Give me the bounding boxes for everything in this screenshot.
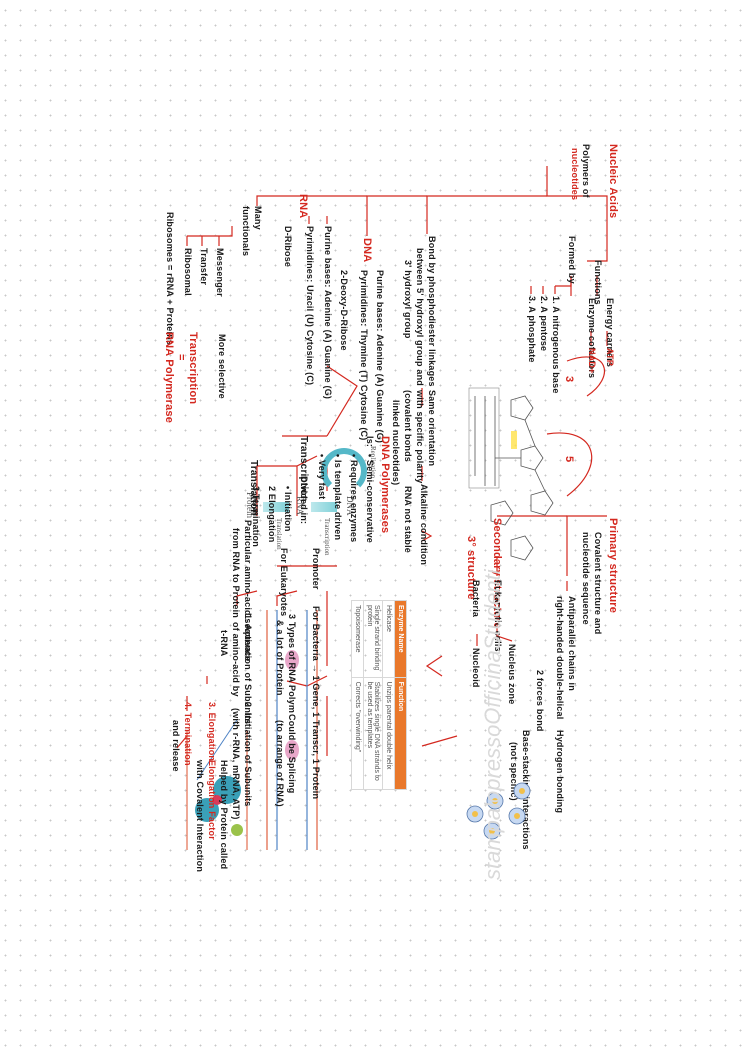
line-bond xyxy=(426,195,547,234)
antiparallel-1: Antiparallel chains in xyxy=(567,596,577,691)
atp-label: ATP xyxy=(605,348,615,366)
table-header: Function xyxy=(394,677,407,790)
flow-step2-a: 2. Initiation of Subunits xyxy=(243,702,253,807)
table-cell: Topoisomerase xyxy=(351,600,364,678)
flow-helped-1: Helped by Protein called xyxy=(219,760,229,870)
formed-2: 2. A pentose xyxy=(539,296,549,352)
table-cell: Corrects "overwinding" xyxy=(351,677,364,790)
line-rna xyxy=(256,195,367,206)
rna-not-stable: RNA not stable xyxy=(403,486,413,553)
replication-fork-diagram xyxy=(186,610,318,850)
same-orientation: Same orientation xyxy=(427,390,437,467)
linked-nucleotides: linked nucleotides) xyxy=(391,400,401,486)
rna-transfer: Transfer xyxy=(199,248,209,286)
flow-types-1: 3 Types of RNA Polym xyxy=(287,614,297,714)
rna-polymerase: RNA Polymerase xyxy=(163,332,175,424)
dna-pyrimidine: Pyrimidines: Thymine (T) Cytosine (C) xyxy=(359,270,369,441)
dna-pol-p4: • Very fast xyxy=(317,454,327,500)
dna-polymerases-title: DNA Polymerases xyxy=(379,436,391,534)
table-row: Helicase Unzips parental double helix xyxy=(382,600,395,790)
connector-lines xyxy=(176,166,608,756)
flow-transcription: Transcription xyxy=(298,436,309,502)
specific-polarity: with specific polarity xyxy=(415,390,425,484)
rna-ribosomes: Ribosomes = rRNA + Proteins xyxy=(165,212,175,346)
flow-could-2: (to arrange of RNA) xyxy=(275,720,285,807)
forces-bond: 2 forces bond xyxy=(535,670,545,732)
dna-pol-d2: 2 Elongation xyxy=(267,486,277,543)
flow-promoter: Promoter xyxy=(311,548,321,590)
flow-helped-3: with Covalent Interaction xyxy=(195,760,205,873)
rna-ribosomal: Ribosomal xyxy=(183,248,193,296)
transcription-label: Transcription xyxy=(187,332,199,405)
flow-eukaryotes: For Eukaryotes xyxy=(279,548,289,617)
dna-pol-d1: • Initiation xyxy=(283,486,293,532)
watermark: stampalopressoOfficinaStudenti xyxy=(480,569,505,880)
flow-step1-c: t-RNA xyxy=(219,630,229,657)
formed-by: Formed by xyxy=(567,236,577,284)
bond-line2: between 5' hydroxyl group and xyxy=(415,248,425,386)
enzyme-table: Enzyme Name Function Helicase Unzips par… xyxy=(351,600,407,790)
table-cell: Unzips parental double helix xyxy=(382,677,395,790)
flow-step3: 3. Elongation xyxy=(207,702,217,762)
table-header-row: Enzyme Name Function xyxy=(394,600,407,790)
dna-pol-is: Is: xyxy=(365,436,375,448)
nucleotide-diagram xyxy=(468,387,554,561)
flow-could-1: Could be Splicing xyxy=(287,714,297,794)
more-selective: More selective xyxy=(217,334,227,399)
bond-line3: 3' hydroxyl group xyxy=(403,260,413,339)
nucleotides-label: nucleotides xyxy=(570,148,580,201)
dna-purine: Purine bases: Adenine (A) Guanine (G) xyxy=(375,270,385,444)
table-cell: Stabilizes single DNA strands to be used… xyxy=(363,677,383,790)
line-dna xyxy=(366,195,427,236)
table-cell: Single strand binding protein xyxy=(363,600,383,678)
dna-pol-p3: • Is template driven xyxy=(333,454,343,541)
rna-purine: Purine bases: Adenine (A) Guanine (G) xyxy=(323,226,333,400)
rna-messenger: Messenger xyxy=(215,248,225,297)
flow-step4-a: 4. Termination xyxy=(183,702,193,766)
nad-label: NAD+ xyxy=(587,348,597,374)
primary-desc-2: nucleotide sequence xyxy=(581,532,591,625)
covalent-bonds: (covalent bonds xyxy=(403,390,413,463)
rna-label: RNA xyxy=(297,194,309,219)
dna-label: DNA xyxy=(361,238,373,263)
bond-line1: Bond by phosphodiester linkages xyxy=(427,236,437,387)
alkaline-condition: Alkaline condition xyxy=(419,484,429,566)
hydrogen-bonding: Hydrogen bonding xyxy=(555,730,565,814)
flow-translation: Translation xyxy=(248,460,259,516)
rna-pyrimidine: Pyrimidines: Uracil (U) Cytosine (C) xyxy=(305,226,315,386)
rna-functionals: functionals xyxy=(241,206,251,257)
flow-particular-2: from RNA to Protein xyxy=(231,528,241,618)
dna-sugar: 2-Deoxy-D-Ribose xyxy=(339,270,349,351)
rna-sugar: D-Ribose xyxy=(283,226,293,268)
equals-sign: = xyxy=(175,354,187,361)
table-row: Single strand binding protein Stabilizes… xyxy=(363,600,383,790)
flow-helped-2: Elongation Factor xyxy=(207,760,217,840)
primary-structure: Primary structure xyxy=(607,518,619,614)
flow-step1-b: of amino-acid by xyxy=(231,622,241,697)
table-row: Topoisomerase Corrects "overwinding" xyxy=(351,600,364,790)
mindmap-sheet: Nucleic Acids Polymers of nucleotides Fu… xyxy=(127,136,627,876)
dna-pol-p2: • Requires enzymes xyxy=(349,454,359,543)
flow-types-2: & a lot of Protein xyxy=(275,620,285,696)
polymers-label: Polymers of xyxy=(581,144,591,198)
replication-arrow xyxy=(321,448,367,494)
dogma-transcription: Transcription xyxy=(323,518,331,556)
page-title: Nucleic Acids xyxy=(607,144,619,219)
line-polymers xyxy=(546,166,608,262)
table-cell: Helicase xyxy=(382,600,395,678)
rna-many: Many xyxy=(253,206,263,230)
nucleus-zone: Nucleus zone xyxy=(507,644,517,705)
flow-bacteria: For Bacteria → 1 Gene, 1 Transcr, 1 Prot… xyxy=(311,606,321,800)
antiparallel-2: right-handed double-helical xyxy=(555,596,565,720)
flow-step4-b: and release xyxy=(171,720,181,772)
dna-pol-p1: • Semi-conservative xyxy=(365,454,375,543)
table-header: Enzyme Name xyxy=(394,600,407,678)
formed-3: 3. A phosphate xyxy=(527,296,537,363)
primary-desc-1: Covalent structure and xyxy=(593,532,603,635)
flow-step2-b: (with r-RNA, mRNA, ATP) xyxy=(231,708,241,820)
base-stacking-diagram xyxy=(466,782,531,840)
